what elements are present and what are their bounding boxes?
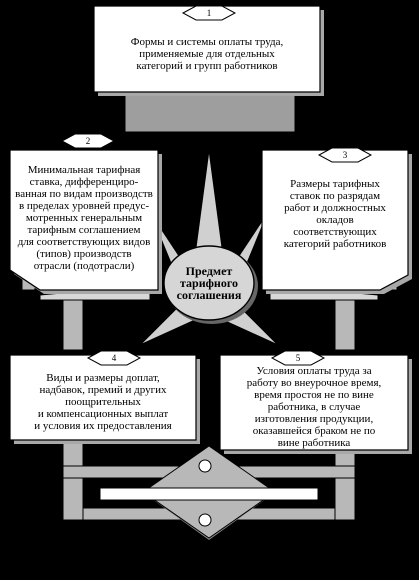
box-1-line-3: категорий и групп работников (136, 60, 278, 72)
bottom-left-post (62, 477, 84, 521)
center-node-text: Предмет тарифного соглашения (168, 254, 250, 312)
box-1 (93, 5, 321, 93)
box-4-line-1: Виды и размеры доплат, (46, 372, 160, 384)
star-arrow-up (194, 149, 224, 256)
box-3-line-1: Размеры тарифных (290, 178, 380, 190)
box-4-line-5: и условия их предоставления (34, 420, 172, 432)
box-3-line-3: работ и должностных (284, 202, 386, 214)
box-1-line-2: применяемые для отдельных (139, 48, 275, 60)
box-2-line-9: отрасли (подотрасли) (33, 260, 135, 272)
box-2-line-4: в пределах уровней предус- (18, 200, 150, 212)
box-5-line-7: вине работника (277, 437, 351, 449)
box-2-line-6: тарифным соглашением (27, 224, 141, 236)
box-5-text: Условия оплаты труда за работу во внеуро… (224, 365, 404, 449)
box-3 (261, 149, 409, 291)
center-line-2: тарифного (180, 276, 238, 290)
badge-5 (270, 350, 326, 366)
badge-4 (86, 350, 142, 366)
box-3-line-6: категорий работников (283, 238, 387, 250)
box-5-line-5: изготовления продукции, (254, 413, 374, 425)
box-2-line-1: Минимальная тарифная (27, 164, 141, 176)
box-5-line-1: Условия оплаты труда за (256, 365, 372, 377)
box-2-line-2: ставка, дифференциро- (29, 176, 139, 188)
badge-4-number: 4 (111, 353, 117, 363)
bottom-diamond-band (99, 487, 319, 501)
box-5-line-3: время простоя не по вине (254, 389, 374, 401)
box-3-text: Размеры тарифных ставок по разрядам рабо… (266, 164, 404, 264)
badge-3-number: 3 (342, 150, 348, 160)
center-line-3: соглашения (176, 288, 242, 302)
box-2-text: Минимальная тарифная ставка, дифференцир… (14, 154, 154, 282)
bottom-diamond-dot-bottom (198, 513, 212, 527)
box-1-line-1: Формы и системы оплаты труда, (130, 36, 284, 48)
box-2-line-7: для соответствующих видов (17, 236, 151, 248)
box-4-line-3: поощрительных (65, 396, 141, 408)
box-4-line-4: и компенсационных выплат (37, 408, 169, 420)
badge-1-number: 1 (206, 8, 212, 18)
badge-2 (60, 133, 116, 149)
bottom-diamond-dot-top (198, 459, 212, 473)
box-3-line-5: соответствующих (293, 226, 377, 238)
bottom-right-post (334, 477, 356, 521)
badge-3 (317, 147, 373, 163)
box-2 (9, 149, 159, 291)
center-node (163, 245, 255, 321)
box-3-line-4: окладов (316, 214, 354, 226)
badge-1 (181, 5, 237, 21)
badge-5-number: 5 (295, 353, 301, 363)
box-4-text: Виды и размеры доплат, надбавок, премий … (14, 368, 192, 436)
box-4-line-2: надбавок, премий и других (39, 384, 167, 396)
box-1-text: Формы и системы оплаты труда, применяемы… (100, 24, 314, 84)
badge-2-number: 2 (85, 136, 91, 146)
box-3-line-2: ставок по разрядам (289, 190, 381, 202)
box-5-line-4: работника, в случае (267, 401, 361, 413)
box-2-line-5: мотренных генеральным (25, 212, 143, 224)
box-2-line-3: ванная по видам производств (15, 188, 153, 200)
top-connector-bar (124, 91, 296, 133)
box-5-line-2: работу во внеурочное время, (246, 377, 382, 389)
center-line-1: Предмет (185, 264, 233, 278)
box-2-line-8: (типов) производств (36, 248, 132, 260)
box-5-line-6: оказавшейся браком не по (252, 425, 376, 437)
box-5 (219, 354, 409, 451)
